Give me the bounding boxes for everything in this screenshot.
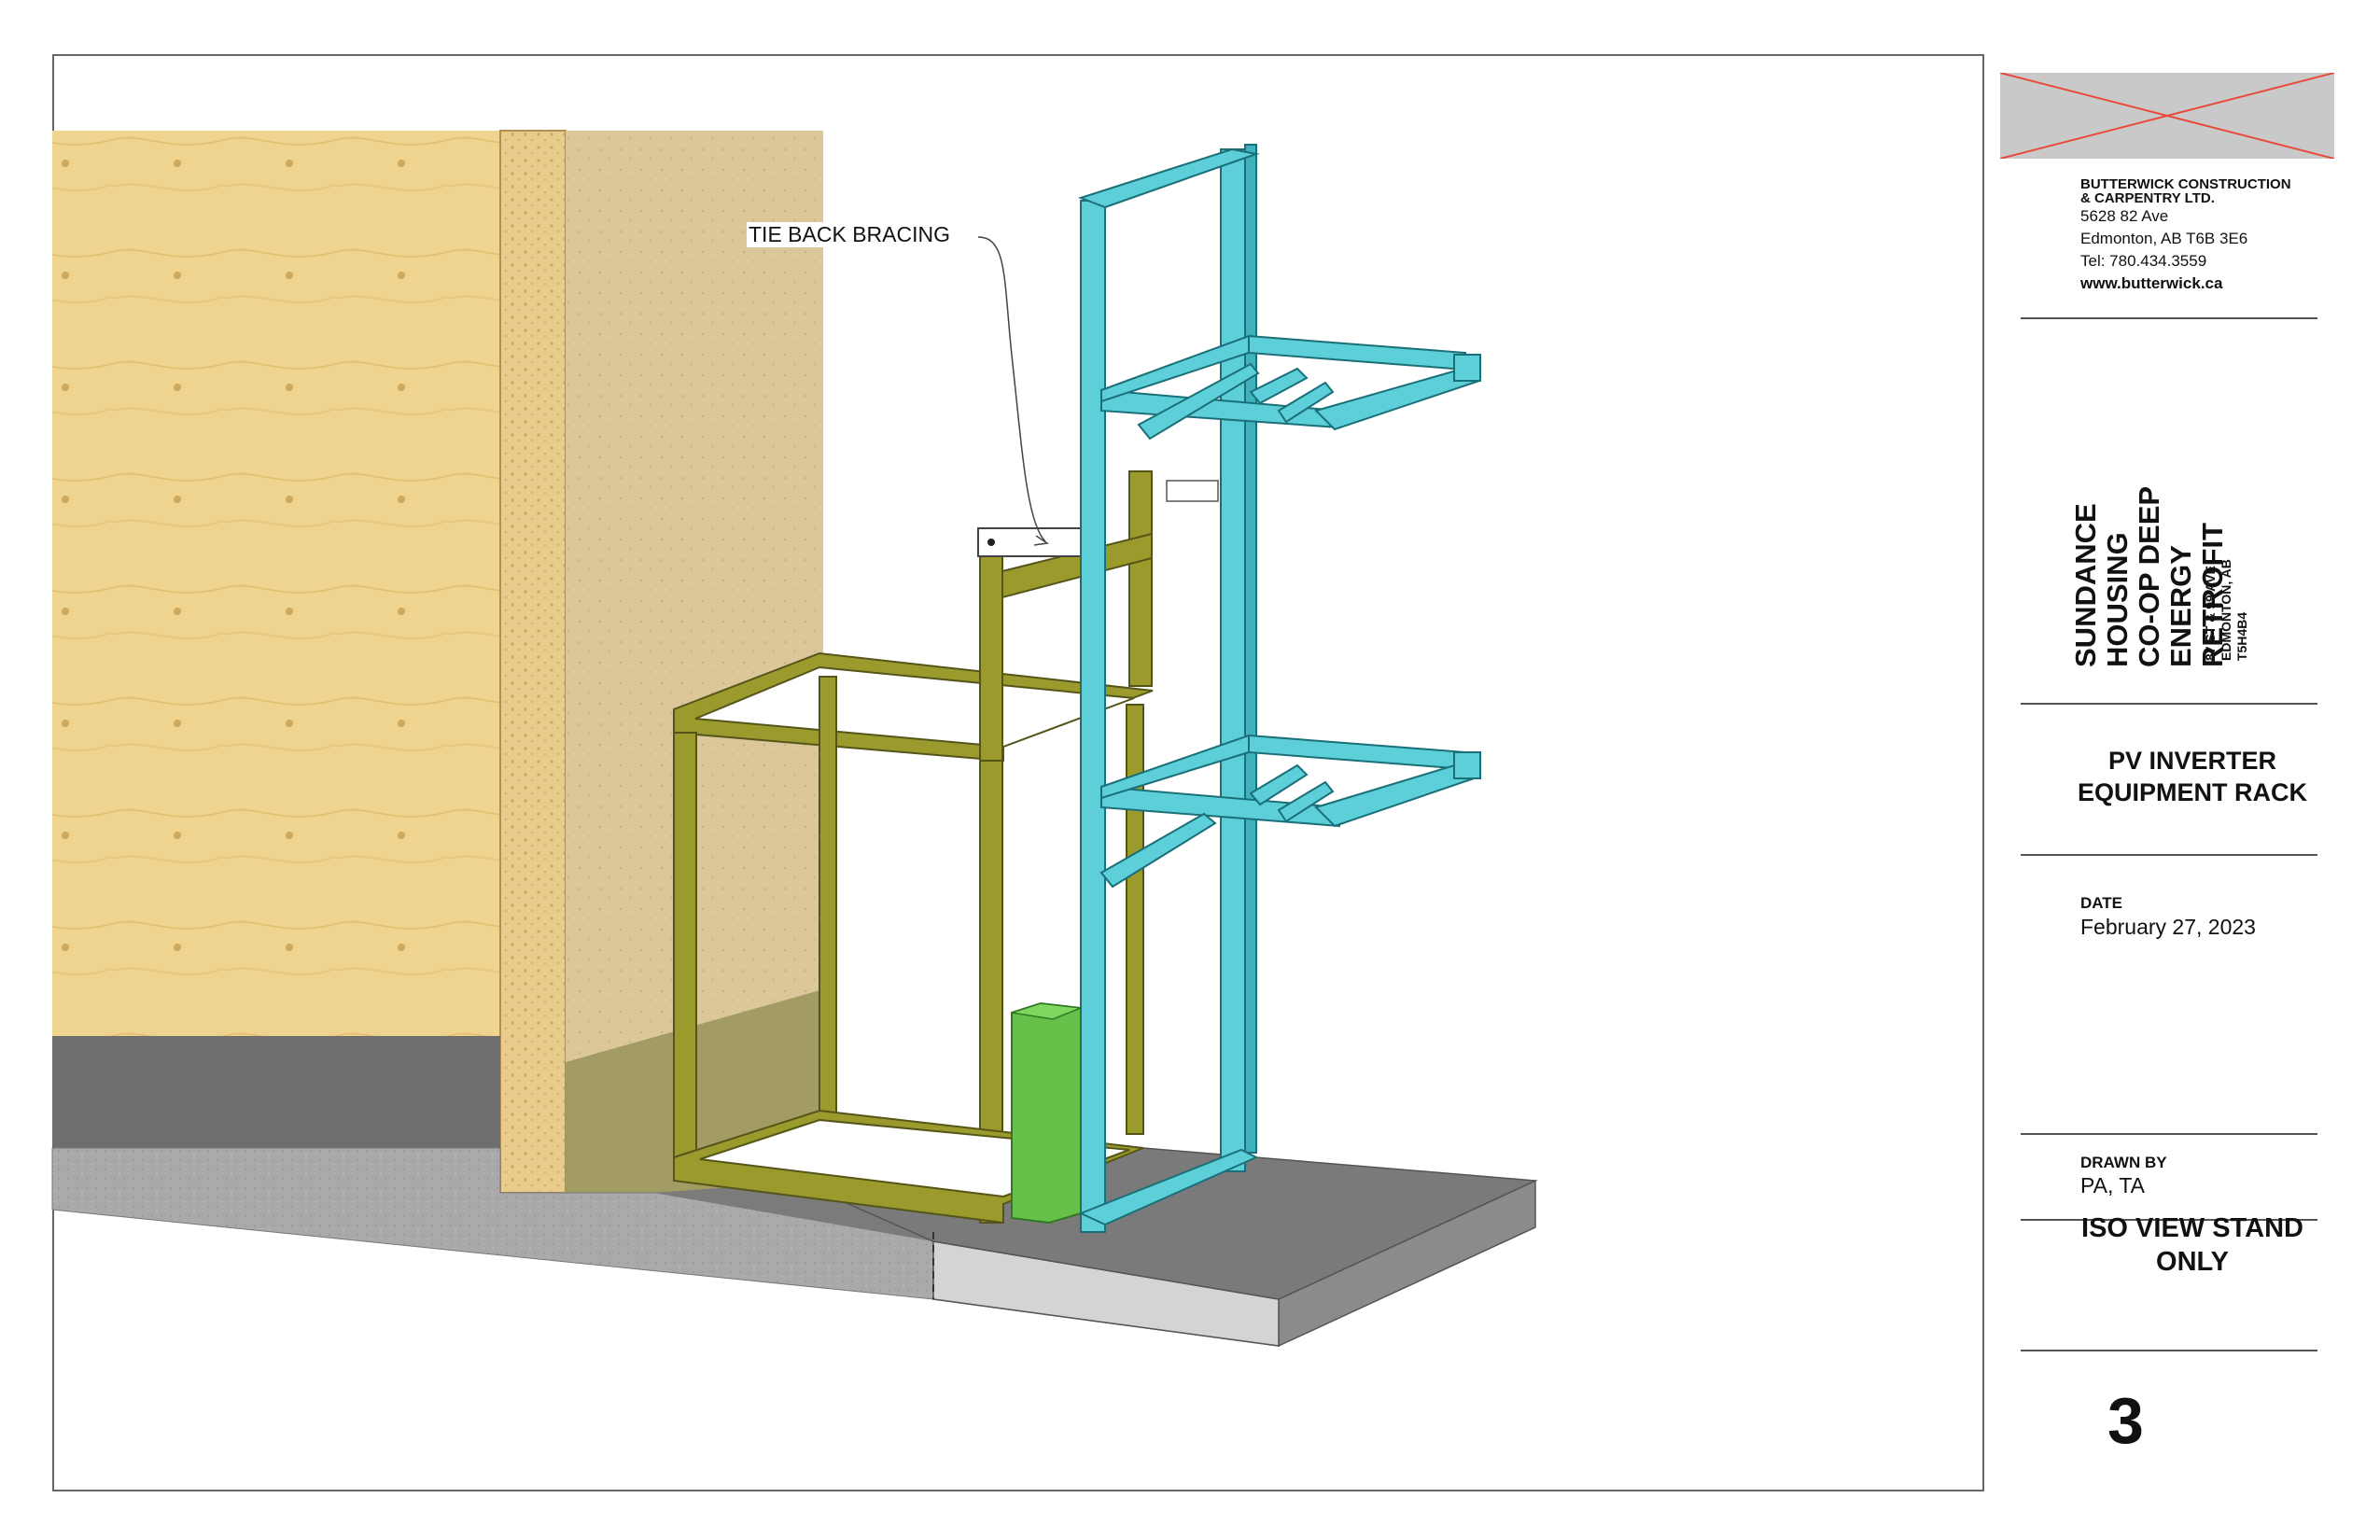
- drawn-by-value: PA, TA: [2080, 1173, 2146, 1197]
- osb-edge: [499, 130, 567, 1194]
- company-name-line1: BUTTERWICK CONSTRUCTION: [2080, 176, 2291, 192]
- project-title-line2: CO-OP DEEP ENERGY: [2133, 486, 2197, 667]
- title-block-divider: [2021, 1133, 2317, 1135]
- drawn-by-label: DRAWN BY: [2080, 1154, 2167, 1171]
- cyan-frame: [1077, 144, 1481, 1233]
- foundation-dark: [52, 1036, 500, 1148]
- project-address: 87 ST & 99 AVE EDMONTON, AB T5H4B4: [2203, 530, 2250, 661]
- view-title-line2: ONLY: [2156, 1247, 2229, 1277]
- title-block-divider: [2021, 317, 2317, 319]
- company-name-line2: & CARPENTRY LTD.: [2080, 190, 2215, 206]
- tie-back-bracing-bar: [977, 527, 1099, 557]
- company-website: www.butterwick.ca: [2080, 274, 2223, 292]
- green-equipment-box: [1011, 1001, 1082, 1225]
- view-title-line1: ISO VIEW STAND: [2081, 1213, 2303, 1243]
- sheet-title-line2: EQUIPMENT RACK: [2077, 778, 2307, 806]
- title-block-divider: [2021, 703, 2317, 705]
- title-block-divider: [2021, 1219, 2317, 1221]
- project-address-line3: T5H4B4: [2234, 611, 2249, 661]
- wall-bracket: [1166, 480, 1219, 502]
- company-logo-placeholder: [2000, 73, 2334, 159]
- view-title: ISO VIEW STAND ONLY: [2021, 1211, 2364, 1279]
- iso-drawing: [51, 130, 1538, 1348]
- bracing-bolt: [987, 539, 995, 546]
- title-block-divider: [2021, 1350, 2317, 1351]
- company-address-line2: Edmonton, AB T6B 3E6: [2080, 230, 2248, 247]
- project-address-line2: EDMONTON, AB: [2219, 559, 2233, 661]
- tie-back-bracing-label: TIE BACK BRACING: [747, 222, 952, 247]
- title-block-divider: [2021, 854, 2317, 856]
- callout-arrowhead: [1033, 535, 1050, 546]
- company-info: BUTTERWICK CONSTRUCTION & CARPENTRY LTD.…: [2080, 177, 2291, 295]
- company-phone: Tel: 780.434.3559: [2080, 252, 2207, 270]
- sheet-title: PV INVERTER EQUIPMENT RACK: [2021, 745, 2364, 808]
- project-address-line1: 87 ST & 99 AVE: [2203, 566, 2218, 661]
- callout-leader: [977, 236, 1046, 542]
- company-address-line1: 5628 82 Ave: [2080, 207, 2169, 225]
- project-title-line1: SUNDANCE HOUSING: [2069, 503, 2134, 667]
- date-label: DATE: [2080, 894, 2123, 912]
- sheet-number: 3: [2107, 1384, 2144, 1457]
- sheet-title-line1: PV INVERTER: [2107, 747, 2277, 775]
- plywood-wall: [52, 131, 500, 1036]
- date-value: February 27, 2023: [2080, 915, 2256, 939]
